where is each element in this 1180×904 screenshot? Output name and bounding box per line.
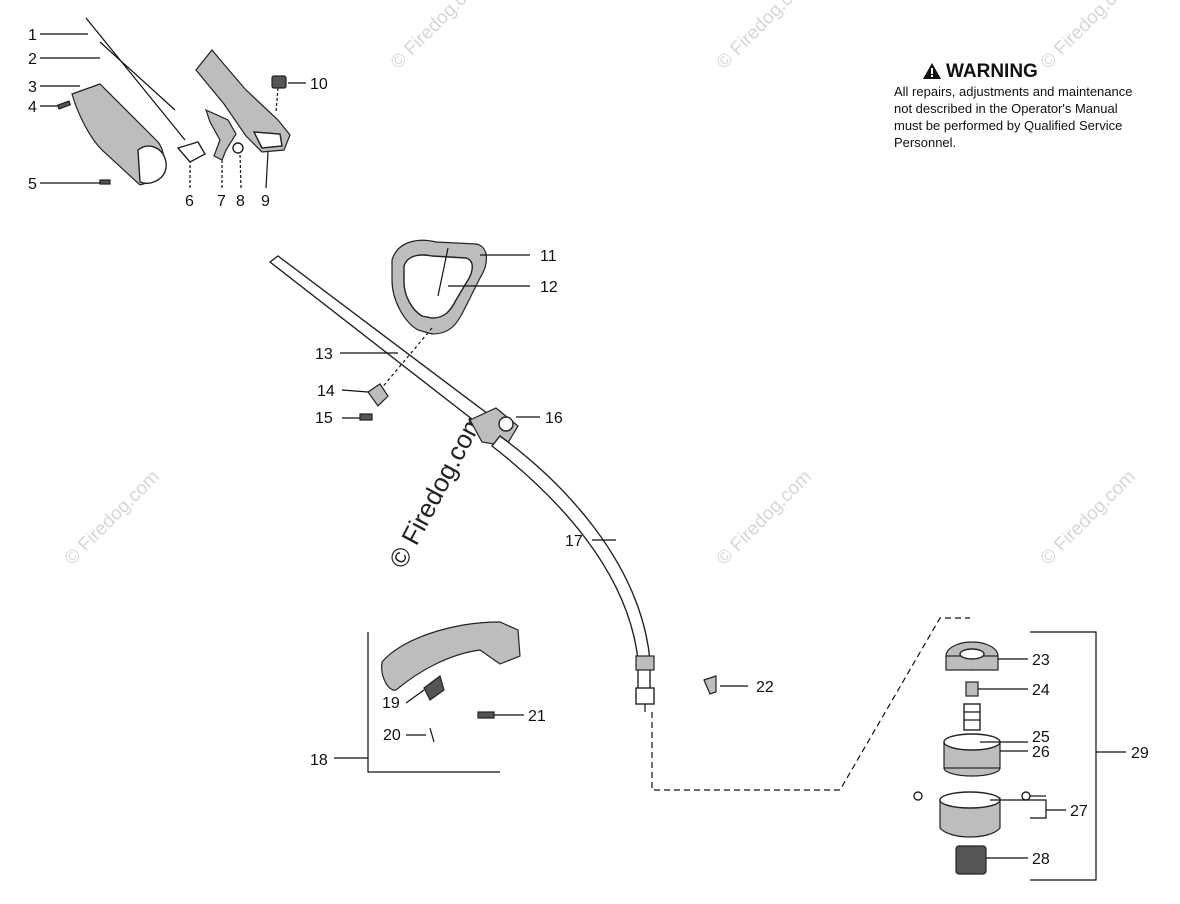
- callout-20: 20: [383, 727, 401, 744]
- dashed-connector: [651, 617, 970, 791]
- spring-8: [232, 142, 244, 154]
- warning-triangle-icon: [923, 63, 941, 79]
- callout-16: 16: [545, 410, 563, 427]
- guard-clip: [423, 674, 445, 701]
- cable-housing: [99, 41, 176, 111]
- callout-12: 12: [540, 279, 558, 296]
- callout-9: 9: [261, 193, 270, 210]
- callout-2: 2: [28, 51, 37, 68]
- screw-5: [99, 179, 111, 185]
- housing-end: [252, 131, 283, 149]
- trigger-7: [204, 108, 237, 161]
- callout-7: 7: [217, 193, 226, 210]
- screw-20: [429, 727, 435, 743]
- screw-4: [56, 100, 72, 110]
- shaft-clamp: [635, 655, 655, 671]
- coupler-knob: [498, 416, 514, 432]
- callout-1: 1: [28, 27, 37, 44]
- watermark-5: © Firedog.com: [713, 466, 816, 569]
- handle-housing-9: [195, 49, 291, 153]
- handle-cap: [137, 145, 167, 184]
- screw-21: [477, 711, 495, 719]
- callout-8: 8: [236, 193, 245, 210]
- guard-19: [381, 621, 521, 691]
- screw-15: [359, 413, 373, 421]
- clamp-14: [367, 383, 389, 407]
- loop-handle-inner: [403, 254, 473, 319]
- callout-22: 22: [756, 679, 774, 696]
- callout-25: 25: [1032, 729, 1050, 746]
- handle-assembly: [56, 17, 291, 186]
- watermark-main: © Firedog.com: [383, 408, 490, 573]
- eyelet-right: [1021, 791, 1031, 801]
- trimmer-head: [651, 617, 1126, 881]
- callout-3: 3: [28, 79, 37, 96]
- eyelet-left: [913, 791, 923, 801]
- callout-27: 27: [1070, 803, 1088, 820]
- callout-numbers: 1 2 3 4 5 6 7 8 9 10 11 12 13 14 15 16 1…: [28, 27, 1149, 868]
- callout-18: 18: [310, 752, 328, 769]
- leaders-top: [40, 33, 306, 189]
- callout-10: 10: [310, 76, 328, 93]
- callout-23: 23: [1032, 652, 1050, 669]
- leaders-shaft: [340, 254, 748, 687]
- housing-27: [939, 797, 1001, 838]
- warning-title-row: WARNING: [894, 62, 1134, 82]
- shaft-assembly: [268, 239, 717, 712]
- warning-box: WARNING All repairs, adjustments and mai…: [894, 62, 1134, 151]
- watermark-2: © Firedog.com: [713, 0, 816, 74]
- callout-28: 28: [1032, 851, 1050, 868]
- callout-17: 17: [565, 533, 583, 550]
- watermark-4: © Firedog.com: [61, 466, 164, 569]
- callout-19: 19: [382, 695, 400, 712]
- guard-bracket: [367, 632, 500, 773]
- hub-23-top: [959, 648, 985, 660]
- warning-text: All repairs, adjustments and maintenance…: [894, 84, 1133, 150]
- nut-24: [965, 681, 979, 697]
- lower-shaft-17: [491, 435, 651, 701]
- callout-21: 21: [528, 708, 546, 725]
- callout-26: 26: [1032, 744, 1050, 761]
- callout-6: 6: [185, 193, 194, 210]
- screw-12: [437, 247, 449, 297]
- callout-14: 14: [317, 383, 335, 400]
- knob-28: [955, 845, 987, 875]
- callout-5: 5: [28, 176, 37, 193]
- spring-25: [963, 703, 981, 731]
- shaft-end: [635, 687, 655, 705]
- throttle-cable: [85, 17, 186, 141]
- clip-6: [176, 141, 206, 163]
- switch-10: [271, 75, 287, 89]
- callout-15: 15: [315, 410, 333, 427]
- callout-13: 13: [315, 346, 333, 363]
- assembly-bracket-29: [1030, 631, 1097, 881]
- watermark-1: © Firedog.com: [387, 0, 490, 74]
- callout-11: 11: [540, 248, 557, 265]
- callout-29: 29: [1131, 745, 1149, 762]
- guard-group: [334, 621, 524, 773]
- callout-24: 24: [1032, 682, 1050, 699]
- watermark-6: © Firedog.com: [1037, 466, 1140, 569]
- warning-title: WARNING: [946, 61, 1038, 82]
- callout-4: 4: [28, 99, 37, 116]
- part-22: [703, 675, 717, 695]
